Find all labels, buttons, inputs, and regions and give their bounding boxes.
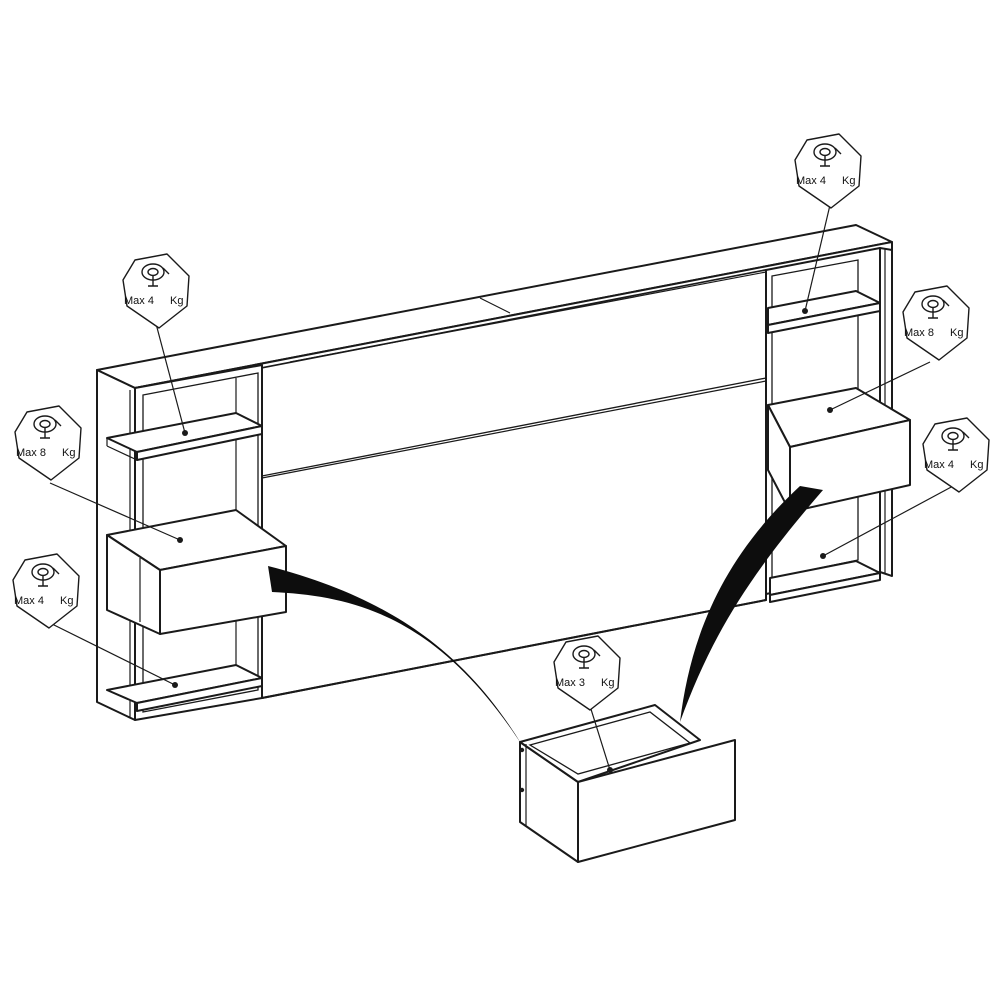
weight-badge-right-bottom-shelf: Max 4 Kg (922, 417, 990, 493)
badge-outline (122, 253, 190, 329)
badge-unit: Kg (60, 595, 73, 607)
badge-outline (794, 133, 862, 209)
badge-outline (12, 553, 80, 629)
left-upper-shelf-front (136, 425, 263, 461)
arrow-left-drawer-to-open (268, 566, 522, 745)
open-drawer-interior (528, 711, 692, 775)
weight-badge-drawer-interior: Max 3 Kg (553, 635, 621, 711)
badge-unit: Kg (970, 459, 983, 471)
right-drawer (767, 387, 911, 513)
headboard (96, 224, 893, 721)
weight-badge-left-drawer-top: Max 8 Kg (14, 405, 82, 481)
badge-outline (902, 285, 970, 361)
badge-outline (14, 405, 82, 481)
badge-unit: Kg (950, 327, 963, 339)
weight-badge-headboard-top-right-shelf: Max 4 Kg (794, 133, 862, 209)
weight-icon (141, 263, 170, 287)
badge-unit: Kg (62, 447, 75, 459)
badge-max-value: Max 4 (796, 175, 826, 187)
badge-outline (922, 417, 990, 493)
weight-icon (31, 563, 60, 587)
badge-unit: Kg (601, 677, 614, 689)
left-drawer-side (106, 534, 161, 635)
weight-badge-right-drawer-top: Max 8 Kg (902, 285, 970, 361)
left-bottom-shelf-front (136, 677, 263, 712)
right-bottom-shelf-front (769, 572, 881, 603)
weight-badge-left-bottom-shelf: Max 4 Kg (12, 553, 80, 629)
weight-icon (813, 143, 842, 167)
weight-icon (572, 645, 601, 669)
weight-icon (941, 427, 970, 451)
badge-max-value: Max 4 (924, 459, 954, 471)
badge-max-value: Max 8 (16, 447, 46, 459)
right-upper-shelf-front (767, 302, 881, 334)
weight-badge-left-upper-shelf: Max 4 Kg (122, 253, 190, 329)
badge-unit: Kg (842, 175, 855, 187)
leaders (49, 204, 956, 773)
badge-max-value: Max 4 (14, 595, 44, 607)
badge-unit: Kg (170, 295, 183, 307)
badge-max-value: Max 4 (124, 295, 154, 307)
left-drawer (106, 509, 287, 635)
open-drawer (519, 704, 736, 863)
weight-icon (33, 415, 62, 439)
open-drawer-front (577, 739, 736, 863)
badge-max-value: Max 3 (555, 677, 585, 689)
weight-icon (921, 295, 950, 319)
badge-max-value: Max 8 (904, 327, 934, 339)
badge-outline (553, 635, 621, 711)
